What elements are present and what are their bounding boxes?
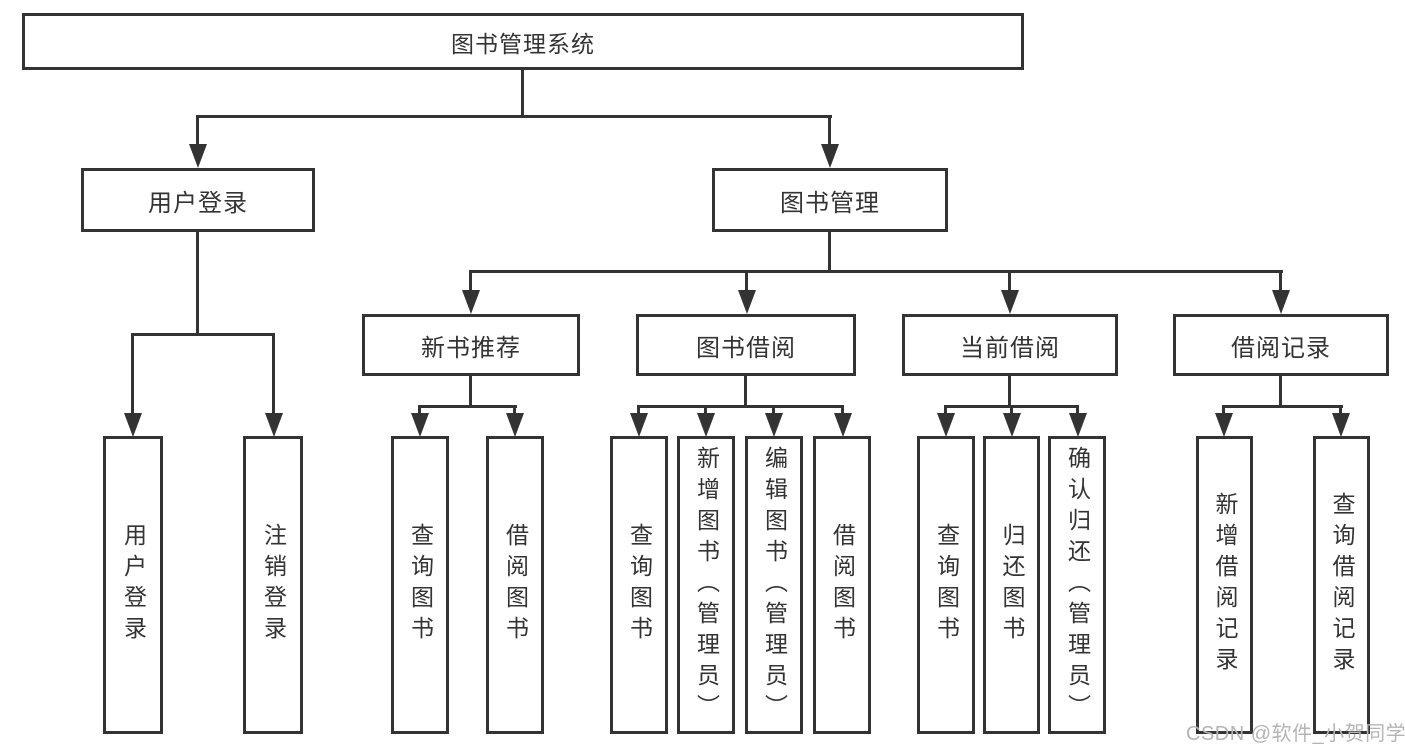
- leaf-label: 用户登录: [120, 523, 147, 647]
- connector-line: [272, 336, 275, 416]
- connector-line: [1010, 408, 1013, 416]
- connector-line: [469, 376, 472, 405]
- leaf-borrow-books-1: 借阅图书: [486, 436, 544, 734]
- connector-line: [841, 408, 844, 416]
- connector-line: [828, 232, 831, 273]
- node-new-book-recommendation: 新书推荐: [362, 314, 580, 376]
- connector-line: [131, 333, 275, 336]
- leaf-borrow-books-2: 借阅图书: [813, 436, 871, 734]
- connector-line: [772, 408, 775, 416]
- node-current-borrowing: 当前借阅: [902, 314, 1118, 376]
- connector-line: [196, 115, 832, 118]
- arrow-down-icon: [630, 413, 648, 437]
- connector-line: [1008, 273, 1011, 293]
- node-borrowing-records: 借阅记录: [1173, 314, 1389, 376]
- leaf-edit-book-admin: 编辑图书（管理员）: [745, 436, 803, 734]
- node-label: 借阅记录: [1231, 334, 1331, 362]
- arrow-down-icon: [821, 144, 839, 168]
- connector-line: [418, 408, 421, 416]
- connector-line: [944, 405, 1079, 408]
- node-label: 新书推荐: [421, 334, 521, 362]
- leaf-label: 新增借阅记录: [1212, 492, 1238, 678]
- node-label: 用户登录: [148, 189, 248, 217]
- arrow-down-icon: [124, 413, 142, 437]
- leaf-add-borrow-record: 新增借阅记录: [1196, 436, 1253, 734]
- arrow-down-icon: [697, 413, 715, 437]
- arrow-down-icon: [462, 290, 480, 314]
- arrow-down-icon: [765, 413, 783, 437]
- connector-line: [637, 405, 844, 408]
- connector-line: [521, 69, 524, 118]
- connector-line: [196, 232, 199, 336]
- arrow-down-icon: [1215, 413, 1233, 437]
- node-label: 图书管理系统: [451, 30, 595, 57]
- arrow-down-icon: [738, 290, 756, 314]
- node-label: 图书借阅: [696, 334, 796, 362]
- leaf-return-book: 归还图书: [983, 436, 1040, 734]
- connector-line: [513, 408, 516, 416]
- arrow-down-icon: [265, 413, 283, 437]
- watermark: CSDN @软件_小贺同学: [1186, 723, 1405, 745]
- connector-line: [704, 408, 707, 416]
- arrow-down-icon: [189, 144, 207, 168]
- arrow-down-icon: [1001, 290, 1019, 314]
- leaf-label: 借阅图书: [502, 523, 529, 647]
- leaf-label: 查询图书: [626, 523, 653, 647]
- leaf-label: 确认归还（管理员）: [1064, 445, 1091, 725]
- leaf-user-login: 用户登录: [103, 436, 163, 734]
- connector-line: [744, 376, 747, 405]
- connector-line: [196, 118, 199, 147]
- connector-line: [1222, 405, 1343, 408]
- arrow-down-icon: [1069, 413, 1087, 437]
- leaf-logout: 注销登录: [243, 436, 303, 734]
- connector-line: [1279, 376, 1282, 408]
- connector-line: [418, 405, 517, 408]
- leaf-confirm-return-admin: 确认归还（管理员）: [1048, 436, 1106, 734]
- connector-line: [1008, 376, 1011, 405]
- connector-line: [637, 408, 640, 416]
- leaf-query-books-3: 查询图书: [917, 436, 975, 734]
- connector-line: [745, 273, 748, 293]
- leaf-query-borrow-record: 查询借阅记录: [1313, 436, 1370, 734]
- connector-line: [1339, 408, 1342, 416]
- leaf-label: 归还图书: [999, 523, 1025, 647]
- leaf-label: 查询图书: [407, 523, 434, 647]
- connector-line: [469, 273, 472, 293]
- leaf-query-books-2: 查询图书: [610, 436, 668, 734]
- leaf-label: 借阅图书: [829, 523, 856, 647]
- connector-line: [469, 270, 1283, 273]
- node-label: 当前借阅: [960, 334, 1060, 362]
- leaf-label: 查询图书: [933, 523, 960, 647]
- node-book-management: 图书管理: [712, 168, 948, 232]
- node-label: 图书管理: [780, 189, 880, 217]
- leaf-label: 注销登录: [260, 523, 287, 647]
- arrow-down-icon: [937, 413, 955, 437]
- node-book-borrowing: 图书借阅: [636, 314, 856, 376]
- arrow-down-icon: [411, 413, 429, 437]
- connector-line: [1279, 273, 1282, 293]
- arrow-down-icon: [1332, 413, 1350, 437]
- leaf-add-book-admin: 新增图书（管理员）: [677, 436, 735, 734]
- arrow-down-icon: [1003, 413, 1021, 437]
- arrow-down-icon: [1272, 290, 1290, 314]
- connector-line: [828, 118, 831, 147]
- leaf-label: 新增图书（管理员）: [693, 445, 720, 725]
- node-user-login: 用户登录: [81, 168, 315, 232]
- leaf-query-books-1: 查询图书: [391, 436, 449, 734]
- arrow-down-icon: [834, 413, 852, 437]
- connector-line: [131, 336, 134, 416]
- leaf-label: 编辑图书（管理员）: [761, 445, 788, 725]
- leaf-label: 查询借阅记录: [1329, 492, 1355, 678]
- connector-line: [1076, 408, 1079, 416]
- arrow-down-icon: [506, 413, 524, 437]
- connector-line: [944, 408, 947, 416]
- node-library-management-system: 图书管理系统: [22, 13, 1024, 70]
- connector-line: [1222, 408, 1225, 416]
